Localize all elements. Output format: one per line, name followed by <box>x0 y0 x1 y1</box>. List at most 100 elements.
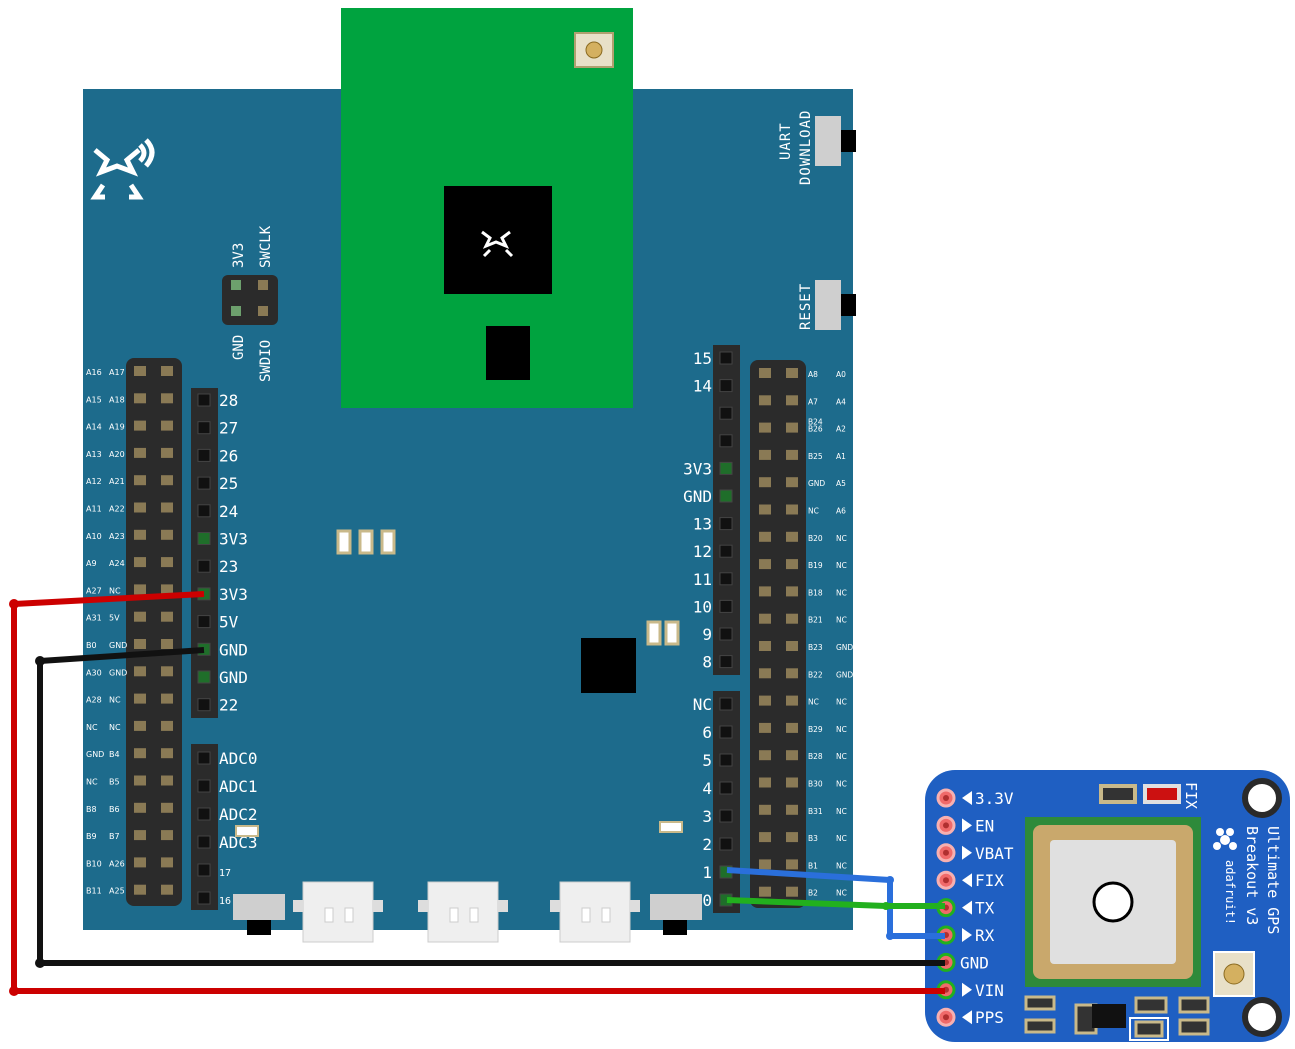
header-pin <box>786 859 798 870</box>
ufl-connector-center <box>1223 963 1245 985</box>
far-left-pin-label: NC <box>86 723 98 732</box>
header-pin <box>786 395 798 406</box>
far-left-pin-label: A16 <box>86 368 102 377</box>
far-right-pin-label: NC <box>836 752 847 761</box>
gps-pin-label: RX <box>975 926 995 945</box>
module-chip <box>444 186 552 294</box>
header-pin <box>161 611 173 622</box>
header-pin <box>719 351 733 365</box>
far-left-pin-label: A18 <box>109 395 125 404</box>
pin-label: 5V <box>219 613 239 632</box>
header-pin <box>786 559 798 570</box>
pin-label: 3V3 <box>683 459 712 478</box>
pin-arrow-right-icon <box>962 928 972 942</box>
pin-label: 27 <box>219 419 238 438</box>
header-pin <box>786 750 798 761</box>
far-left-pin-label: A11 <box>86 505 102 514</box>
reset-button[interactable] <box>815 280 841 330</box>
gps-pin-label: TX <box>975 899 995 918</box>
far-right-pin-label: A1 <box>836 452 846 461</box>
uart-switch-knob <box>841 130 856 152</box>
left-header-pins <box>197 393 211 712</box>
header-pin <box>759 368 771 378</box>
far-left-pin-label: A12 <box>86 477 102 486</box>
far-right-pin-label: NC <box>836 698 847 707</box>
header-pin <box>719 837 733 851</box>
adc-header <box>191 744 218 910</box>
pin-label: 28 <box>219 391 238 410</box>
header-pin <box>134 748 146 759</box>
header-pin <box>161 393 173 404</box>
header-pin <box>759 449 771 460</box>
far-left-pin-label: B7 <box>109 832 120 841</box>
gps-pin-hole <box>943 1014 949 1021</box>
header-pin <box>759 613 771 624</box>
swd-pin <box>258 306 268 316</box>
swd-label-gnd: GND <box>231 335 247 360</box>
reset-label: RESET <box>798 283 814 330</box>
header-pin <box>719 725 733 739</box>
swd-pin <box>231 280 241 290</box>
pin-label: 24 <box>219 502 238 521</box>
pin-label: NC <box>693 695 712 714</box>
far-right-pin-label: A8 <box>808 370 818 379</box>
far-right-pin-label: GND <box>836 670 853 679</box>
far-left-pin-label: A24 <box>109 559 125 568</box>
header-pin <box>161 557 173 568</box>
swd-header <box>222 275 278 325</box>
far-left-pin-label: A27 <box>86 586 102 595</box>
header-pin <box>786 804 798 815</box>
far-right-pin-label: A6 <box>836 507 846 516</box>
bottom-switch-left[interactable] <box>233 894 285 920</box>
header-pin <box>134 502 146 513</box>
pin-label: 0 <box>702 891 712 910</box>
smd-led <box>659 821 683 833</box>
header-pin <box>759 504 771 515</box>
far-left-pin-label: NC <box>109 696 121 705</box>
header-pin <box>759 586 771 597</box>
far-left-pin-label: A9 <box>86 559 97 568</box>
antenna-connector-center <box>585 41 603 59</box>
header-pin <box>759 750 771 761</box>
far-right-pin-label: NC <box>836 780 847 789</box>
far-right-pin-label: A4 <box>836 397 846 406</box>
far-left-pin-label: B6 <box>109 805 120 814</box>
uart-label-2: DOWNLOAD <box>798 110 814 185</box>
header-pin <box>197 891 211 905</box>
gps-brand: adafruit! <box>1223 860 1237 925</box>
bottom-switch-right[interactable] <box>650 894 702 920</box>
far-left-pin-label: A15 <box>86 395 102 404</box>
uart-switch[interactable] <box>815 116 841 166</box>
module-logo-icon <box>481 230 514 258</box>
header-pin <box>197 476 211 490</box>
far-right-pin-label: B25 <box>808 452 823 461</box>
wire-end <box>882 902 890 910</box>
header-pin <box>161 693 173 704</box>
header-pin <box>786 368 798 378</box>
header-pin <box>786 886 798 897</box>
smd-resistor <box>358 529 374 555</box>
far-right-pin-label: A7 <box>808 397 818 406</box>
far-left-pin-label: B9 <box>86 832 97 841</box>
header-pin <box>759 477 771 488</box>
header-pin <box>719 809 733 823</box>
usb-port <box>418 881 508 943</box>
wire-end <box>886 876 894 884</box>
far-left-pin-label: NC <box>109 723 121 732</box>
far-left-pin-label: A30 <box>86 668 102 677</box>
pin-arrow-left-icon <box>962 900 972 915</box>
header-pin <box>161 366 173 376</box>
right-header-bottom <box>713 691 740 913</box>
wire-end <box>9 599 19 609</box>
right-header-top <box>713 345 740 675</box>
header-pin <box>759 804 771 815</box>
far-right-pin-label: NC <box>836 561 847 570</box>
far-right-pin-label: NC <box>836 534 847 543</box>
far-left-pin-label: B10 <box>86 859 102 868</box>
wire-end <box>35 958 45 968</box>
wires <box>9 591 945 996</box>
pin-label: 17 <box>219 868 231 879</box>
